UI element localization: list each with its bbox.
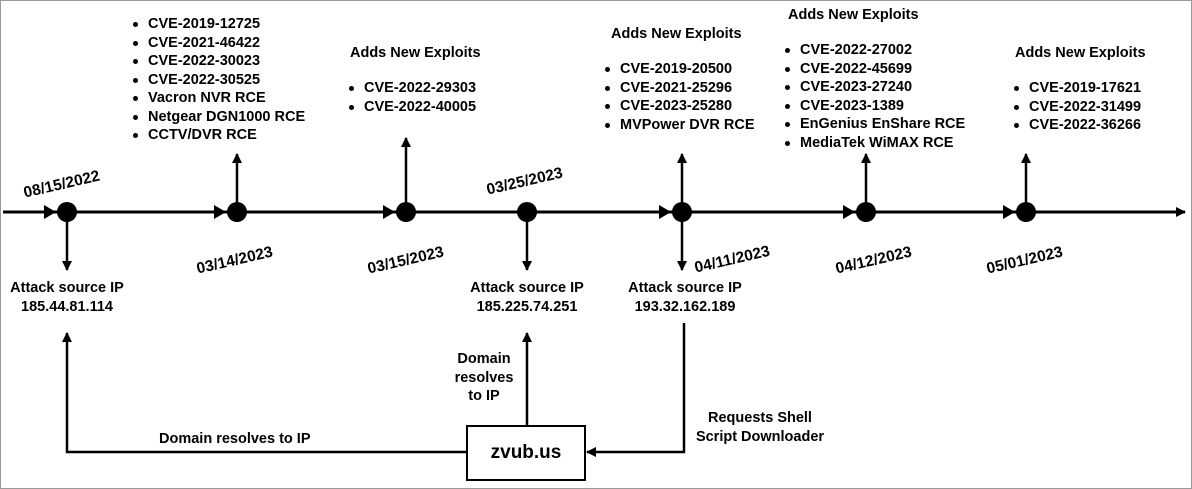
exploit-item: CVE-2019-20500 <box>603 60 755 79</box>
timeline-segment-arrowhead <box>1003 205 1015 219</box>
exploit-list-5: CVE-2019-17621 CVE-2022-31499 CVE-2022-3… <box>1012 79 1141 135</box>
timeline-node-5 <box>672 202 692 222</box>
exploit-list-3: CVE-2019-20500 CVE-2021-25296 CVE-2023-2… <box>603 60 755 134</box>
edge-label-line: resolves <box>454 369 514 386</box>
edge-label-line: to IP <box>468 388 500 404</box>
exploit-item: CVE-2021-46422 <box>131 34 305 53</box>
exploit-item: CVE-2019-12725 <box>131 15 305 34</box>
timeline-segment-arrowhead <box>44 205 56 219</box>
edge-ip3-to-domain <box>586 323 686 457</box>
exploit-heading-2: Adds New Exploits <box>350 45 481 61</box>
exploit-heading-3: Adds New Exploits <box>611 26 742 42</box>
timeline-segment-arrowhead <box>843 205 855 219</box>
exploit-heading-5: Adds New Exploits <box>1015 45 1146 61</box>
timeline-node-6 <box>856 202 876 222</box>
attack-ip-label: Attack source IP <box>628 280 742 296</box>
edge-label-line: Script Downloader <box>695 428 825 445</box>
exploit-item: CVE-2023-27240 <box>783 78 965 97</box>
edge-label-requests-downloader: Requests Shell Script Downloader <box>680 409 840 446</box>
timeline-node-4 <box>517 202 537 222</box>
exploit-list-1: CVE-2019-12725 CVE-2021-46422 CVE-2022-3… <box>131 15 305 145</box>
exploit-item: CVE-2019-17621 <box>1012 79 1141 98</box>
domain-node: zvub.us <box>466 425 586 481</box>
exploit-item: CVE-2022-45699 <box>783 60 965 79</box>
timeline-segment-arrowhead <box>383 205 395 219</box>
exploit-item: Netgear DGN1000 RCE <box>131 108 305 127</box>
attack-ip-value: 185.225.74.251 <box>476 298 578 315</box>
timeline-segment-arrowhead <box>214 205 226 219</box>
exploit-item: CVE-2023-1389 <box>783 97 965 116</box>
attack-ip-value: 185.44.81.114 <box>21 298 113 315</box>
exploit-item: CVE-2022-36266 <box>1012 116 1141 135</box>
exploit-item: CVE-2022-30525 <box>131 71 305 90</box>
exploit-heading-4: Adds New Exploits <box>788 7 919 23</box>
exploit-item: MediaTek WiMAX RCE <box>783 134 965 153</box>
attack-ip-1: Attack source IP 185.44.81.114 <box>0 279 134 316</box>
exploit-item: EnGenius EnShare RCE <box>783 115 965 134</box>
timeline-segment-arrowhead <box>659 205 671 219</box>
exploit-list-2: CVE-2022-29303 CVE-2022-40005 <box>347 79 476 116</box>
exploit-item: CVE-2022-31499 <box>1012 98 1141 117</box>
edge-label-domain-resolves: Domain resolves to IP <box>159 431 311 447</box>
exploit-item: CCTV/DVR RCE <box>131 126 305 145</box>
timeline-segment-arrows <box>44 205 1015 219</box>
attack-ip-3: Attack source IP 193.32.162.189 <box>615 279 755 316</box>
exploit-item: Vacron NVR RCE <box>131 89 305 108</box>
edge-label-line: Requests Shell <box>708 410 812 426</box>
exploit-item: CVE-2021-25296 <box>603 79 755 98</box>
exploit-item: CVE-2022-40005 <box>347 98 476 117</box>
timeline-node-7 <box>1016 202 1036 222</box>
exploit-item: CVE-2022-30023 <box>131 52 305 71</box>
attack-ip-label: Attack source IP <box>10 280 124 296</box>
edge-domain-to-ip1 <box>62 332 466 454</box>
exploit-item: MVPower DVR RCE <box>603 116 755 135</box>
attack-ip-2: Attack source IP 185.225.74.251 <box>457 279 597 316</box>
timeline-node-3 <box>396 202 416 222</box>
exploit-list-4: CVE-2022-27002 CVE-2022-45699 CVE-2023-2… <box>783 41 965 152</box>
attack-ip-value: 193.32.162.189 <box>634 298 736 315</box>
timeline-node-1 <box>57 202 77 222</box>
domain-label: zvub.us <box>490 442 562 463</box>
edge-label-domain-resolves-to-ip: Domain resolves to IP <box>438 350 530 406</box>
exploit-item: CVE-2023-25280 <box>603 97 755 116</box>
exploit-item: CVE-2022-27002 <box>783 41 965 60</box>
exploit-item: CVE-2022-29303 <box>347 79 476 98</box>
timeline-node-2 <box>227 202 247 222</box>
attack-ip-label: Attack source IP <box>470 280 584 296</box>
edge-label-line: Domain <box>457 351 511 367</box>
